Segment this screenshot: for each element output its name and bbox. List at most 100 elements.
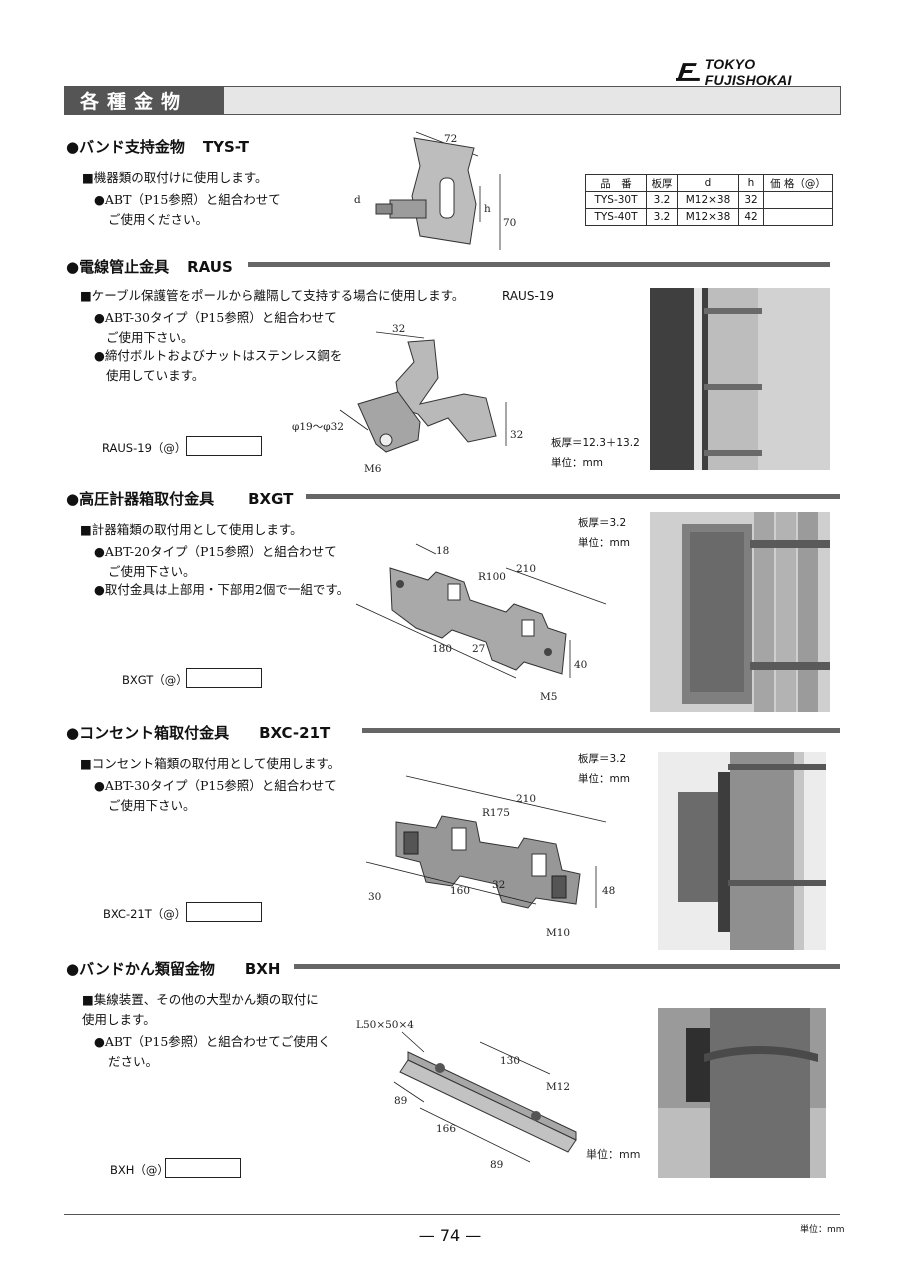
section-code: BXC-21T [259,724,331,742]
section-code: TYS-T [202,138,249,156]
page-number: — 74 — [418,1226,482,1245]
bxc-price-field[interactable] [186,902,262,922]
footer-unit: 単位：mm [800,1225,845,1235]
section-code: BXH [244,960,281,978]
table-cell: M12×38 [677,208,739,226]
bxgt-dim-b: 180 [432,643,452,655]
table-cell: TYS-40T [585,208,647,226]
section-title-text: ●バンド支持金物 [66,138,185,156]
raus-dim-dia: φ19～φ32 [292,421,344,433]
raus-spec-thickness: 板厚＝12.3＋13.2 [551,437,640,449]
tyst-desc-3: ご使用ください。 [108,212,209,227]
bxgt-price-label: BXGT（@） [122,673,188,687]
bxh-desc-2: 使用します。 [82,1012,156,1027]
table-header-cell: 価 格（@） [763,174,833,192]
raus-photo [650,288,830,470]
bxgt-photo-image [650,512,830,712]
raus-price-field[interactable] [186,436,262,456]
logo-mark-icon [675,63,700,81]
page-title: 各種金物 [64,86,224,115]
bxh-price-label: BXH（@） [110,1163,169,1177]
bxgt-dim-bolt: M5 [540,691,557,703]
table-header-cell: d [677,174,739,192]
raus-desc-3: ご使用下さい。 [106,330,194,345]
bxgt-spec-unit: 単位：mm [578,537,630,549]
logo-text: TOKYO FUJISHOKAI [704,56,792,88]
tyst-dim-h: h [484,203,491,215]
bxc-drawing: 210 R175 30 160 32 48 M10 [365,775,615,939]
bxh-dim-b: 89 [394,1095,407,1107]
bxh-price-field[interactable] [165,1158,241,1178]
table-header-cell: 板厚 [646,174,678,192]
bxgt-desc-3: ご使用下さい。 [108,564,196,579]
section-title-bxgt: ●高圧計器箱取付金具 BXGT [66,488,293,509]
bxc-spec-unit: 単位：mm [578,773,630,785]
bxgt-desc-4: ●取付金具は上部用・下部用2個で一組です。 [94,582,350,597]
bxc-desc-1: ■コンセント箱類の取付用として使用します。 [80,756,341,771]
raus-desc-2: ●ABT-30タイプ（P15参照）と組合わせて [94,310,337,325]
tyst-dim-height: 70 [503,217,516,229]
section-title-tyst: ●バンド支持金物 TYS-T [66,136,249,157]
section-title-text: ●バンドかん類留金物 [66,960,215,978]
raus-desc-1: ■ケーブル保護管をポールから離隔して支持する場合に使用します。 [80,288,465,303]
table-cell-price[interactable] [763,191,833,209]
raus-price-label: RAUS-19（@） [102,441,187,455]
bxc-dim-a: 30 [368,891,381,903]
bxgt-dim-a: 18 [436,545,449,557]
bxc-photo [658,752,826,950]
bxh-photo-image [658,1008,826,1178]
bxc-dim-c: 32 [492,879,505,891]
bxgt-spec-thickness: 板厚＝3.2 [578,517,627,529]
section-title-text: ●高圧計器箱取付金具 [66,490,215,508]
bxgt-desc-1: ■計器箱類の取付用として使用します。 [80,522,303,537]
bxc-dim-b: 160 [450,885,470,897]
raus-photo-image [650,288,830,470]
bxh-photo [658,1008,826,1178]
tyst-desc-2: ●ABT（P15参照）と組合わせて [94,192,281,207]
bxc-spec-thickness: 板厚＝3.2 [578,753,627,765]
bxh-desc-4: ださい。 [108,1054,159,1069]
table-header-row: 品 番 板厚 d h 価 格（@） [585,174,833,192]
raus-desc-5: 使用しています。 [106,368,205,383]
section-rule [306,494,840,499]
company-logo: TOKYO FUJISHOKAI [675,56,845,88]
table-row: TYS-30T 3.2 M12×38 32 [585,191,833,209]
bxc-dim-bolt: M10 [546,927,570,939]
bxc-price-label: BXC-21T（@） [103,907,187,921]
section-rule [362,728,840,733]
bxh-desc-1: ■集線装置、その他の大型かん類の取付に [82,992,319,1007]
bxc-dim-h: 48 [602,885,615,897]
tyst-dim-width: 72 [444,133,457,145]
table-header-cell: h [738,174,764,192]
bxh-unit: 単位：mm [586,1147,640,1161]
tyst-dim-d: d [354,194,361,206]
bxh-drawing: L50×50×4 130 M12 89 166 89 単位：mm [356,1019,640,1171]
bxc-dim-len: 210 [516,793,536,805]
bxh-desc-3: ●ABT（P15参照）と組合わせてご使用く [94,1034,331,1049]
section-rule [294,964,840,969]
raus-dim-bolt: M6 [364,463,382,475]
bxgt-dim-h: 40 [574,659,587,671]
raus-spec-unit: 単位：mm [551,457,603,469]
bxc-dim-r: R175 [482,807,510,819]
bxgt-dim-r: R100 [478,571,506,583]
bxh-dim-c: 166 [436,1123,456,1135]
section-code: BXGT [248,490,294,508]
bxh-dim-angle: L50×50×4 [356,1019,414,1031]
table-header-cell: 品 番 [585,174,647,192]
tyst-spec-table: 品 番 板厚 d h 価 格（@） TYS-30T 3.2 M12×38 32 … [585,174,833,226]
bxc-desc-2: ●ABT-30タイプ（P15参照）と組合わせて [94,778,337,793]
bxgt-dim-c: 27 [472,643,485,655]
table-cell-price[interactable] [763,208,833,226]
bxh-dim-bolt: M12 [546,1081,570,1093]
bxgt-desc-2: ●ABT-20タイプ（P15参照）と組合わせて [94,544,337,559]
table-cell: 42 [738,208,764,226]
raus-drawing: 32 φ19～φ32 32 M6 [292,323,523,475]
bxh-dim-a: 130 [500,1055,520,1067]
raus-model-label: RAUS-19 [502,289,555,303]
section-rule [248,262,830,267]
table-cell: 3.2 [646,208,678,226]
bxgt-price-field[interactable] [186,668,262,688]
